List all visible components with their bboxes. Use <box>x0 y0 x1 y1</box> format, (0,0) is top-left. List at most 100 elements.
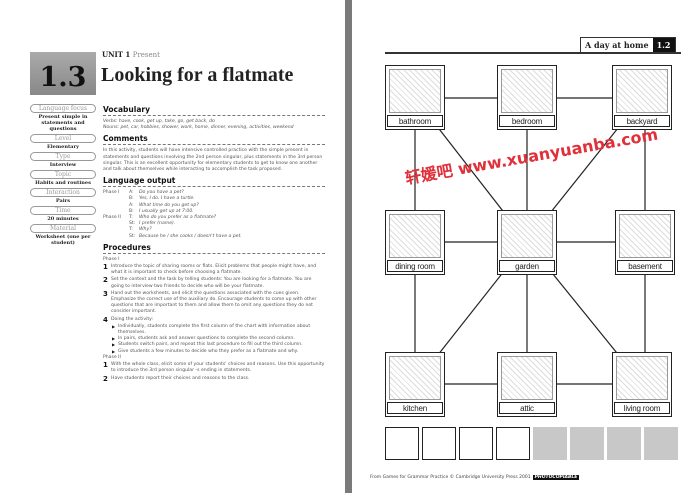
phase-label <box>103 234 129 240</box>
step-text: Have students report their choices and r… <box>111 375 250 381</box>
sidebar-label: Time <box>30 206 96 215</box>
step-number: 3 <box>103 289 108 298</box>
sidebar-value: Pairs <box>55 198 71 204</box>
room-picture-basement: basement <box>615 210 675 275</box>
speaker: T: <box>129 227 133 233</box>
room-illustration <box>389 214 441 258</box>
dialogue-text: I prefer (name). <box>139 221 176 227</box>
room-picture-garden: garden <box>497 210 557 275</box>
shaded-box <box>644 427 678 460</box>
step-number: 4 <box>103 315 108 324</box>
speaker: St: <box>129 221 136 227</box>
room-label: garden <box>499 260 555 272</box>
dialogue-line: St:Because he / she cooks / doesn't have… <box>103 234 325 240</box>
sidebar-value: Interview <box>49 162 77 168</box>
room-illustration <box>501 356 553 400</box>
phase-label: Phase II <box>103 215 121 221</box>
sidebar-value: Habits and routines <box>35 180 91 186</box>
sidebar-label: Material <box>30 224 96 233</box>
shaded-box <box>533 427 567 460</box>
room-label: kitchen <box>387 402 443 414</box>
left-page: 1.3 UNIT 1 Present Looking for a flatmat… <box>0 0 345 493</box>
bullet-item: Give students a few minutes to decide wh… <box>112 349 325 355</box>
photocopiable-badge: PHOTOCOPIABLE <box>532 475 580 480</box>
worksheet-number: 1.2 <box>652 38 675 52</box>
step-text: Hand out the worksheets, and elicit the … <box>111 290 317 315</box>
header-rule <box>385 52 681 54</box>
sidebar-label: Topic <box>30 170 96 179</box>
sidebar-label: Level <box>30 134 96 143</box>
bullet-item: In pairs, students ask and answer questi… <box>112 336 325 342</box>
answer-box[interactable] <box>459 427 493 460</box>
dialogue-line: B:I usually get up at 7:00. <box>103 209 325 215</box>
room-label: attic <box>499 402 555 414</box>
unit-label: UNIT 1 Present <box>102 50 160 59</box>
dialogue-text: Do you have a pet? <box>139 190 184 196</box>
room-illustration <box>389 69 441 113</box>
speaker: A: <box>129 190 134 196</box>
language-output: Phase I A: Do you have a pet? B: Yes, I do. … <box>103 190 325 240</box>
footer-text: From Games for Grammar Practice © Cambri… <box>370 475 531 480</box>
answer-box[interactable] <box>385 427 419 460</box>
answer-box[interactable] <box>496 427 530 460</box>
sidebar-label: Language focus <box>30 104 96 113</box>
speaker: B: <box>129 196 134 202</box>
worksheet-title: A day at home <box>585 40 649 50</box>
step-number: 1 <box>103 263 108 272</box>
unit-number-box: 1.3 <box>30 52 96 95</box>
comments-heading: Comments <box>103 134 325 146</box>
vocab-verbs: Verbs: have, cook, get up, take, go, get… <box>103 119 215 124</box>
language-output-heading: Language output <box>103 176 325 188</box>
dialogue-line: St:I prefer (name). <box>103 221 325 227</box>
procedures-heading: Procedures <box>103 243 325 254</box>
room-label: backyard <box>614 115 670 127</box>
room-label: basement <box>617 260 673 272</box>
dialogue-text: Yes, I do. I have a turtle. <box>139 196 195 202</box>
room-picture-dining-room: dining room <box>385 210 445 275</box>
room-illustration <box>616 69 668 113</box>
room-picture-backyard: backyard <box>612 65 672 130</box>
phase-label: Phase I <box>103 190 120 196</box>
room-illustration <box>619 214 671 258</box>
sidebar-value: Present simple in statements and questio… <box>38 114 88 132</box>
footer-credit: From Games for Grammar Practice © Cambri… <box>370 475 580 480</box>
dialogue-line: A:What time do you get up? <box>103 203 325 209</box>
room-picture-living-room: living room <box>612 352 672 417</box>
step-text: Set the context and the task by telling … <box>111 277 312 289</box>
step-number: 2 <box>103 374 108 383</box>
room-picture-attic: attic <box>497 352 557 417</box>
step-text: With the whole class, elicit some of you… <box>111 362 325 374</box>
room-label: bathroom <box>387 115 443 127</box>
bullet-item: Individually, students complete the firs… <box>112 324 325 336</box>
page-title: Looking for a flatmate <box>101 64 294 86</box>
answer-box[interactable] <box>422 427 456 460</box>
dialogue-text: What time do you get up? <box>139 202 199 208</box>
speaker: T: <box>129 215 133 221</box>
unit-topic: Present <box>132 51 160 59</box>
bullet-item: Students switch pairs, and repeat this l… <box>112 342 325 348</box>
vocabulary-heading: Vocabulary <box>103 105 325 116</box>
room-picture-kitchen: kitchen <box>385 352 445 417</box>
sidebar-label: Type <box>30 152 96 161</box>
comments-text: In this activity, students will have int… <box>103 148 323 173</box>
activity-bullets: Individually, students complete the firs… <box>103 324 325 355</box>
sidebar-label: Interaction <box>30 188 96 197</box>
room-illustration <box>501 69 553 113</box>
room-label: dining room <box>387 260 443 272</box>
dialogue-line: B: Yes, I do. I have a turtle. <box>103 196 325 202</box>
page-gutter <box>345 0 352 493</box>
speaker: St: <box>129 233 136 239</box>
room-label: living room <box>614 402 670 414</box>
shaded-box <box>607 427 641 460</box>
sidebar-value: Elementary <box>46 144 80 150</box>
step-number: 2 <box>103 276 108 285</box>
phase-2-label: Phase II <box>103 354 121 360</box>
